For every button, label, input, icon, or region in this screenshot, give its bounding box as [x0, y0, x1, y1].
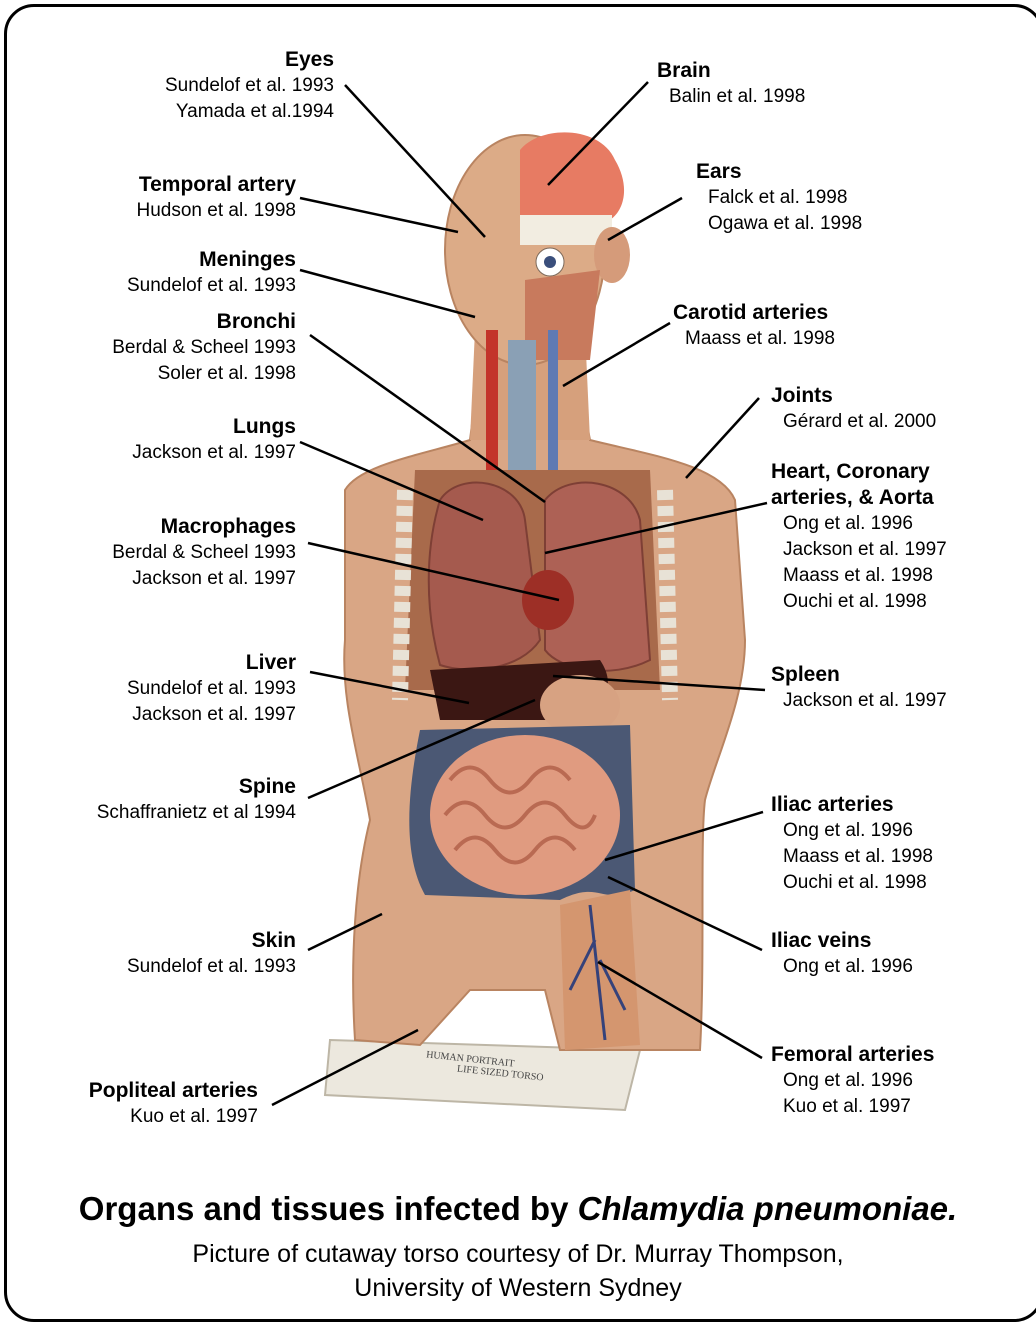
label-bronchi-ref-2: Soler et al. 1998 — [112, 361, 296, 387]
heart — [522, 570, 574, 630]
face-muscles — [525, 270, 600, 360]
figure-caption-title: Organs and tissues infected by Chlamydia… — [0, 1190, 1036, 1228]
label-macrophages-ref-1: Berdal & Scheel 1993 — [112, 540, 296, 566]
label-iliac-arteries-ref-1: Ong et al. 1996 — [771, 818, 933, 844]
label-ears: Ears Falck et al. 1998 Ogawa et al. 1998 — [696, 159, 862, 237]
label-eyes: Eyes Sundelof et al. 1993 Yamada et al.1… — [165, 47, 334, 125]
label-eyes-ref-2: Yamada et al.1994 — [165, 99, 334, 125]
label-spine-ref-1: Schaffranietz et al 1994 — [97, 800, 296, 826]
label-iliac-arteries-ref-2: Maass et al. 1998 — [771, 844, 933, 870]
label-eyes-name: Eyes — [165, 47, 334, 73]
label-eyes-ref-1: Sundelof et al. 1993 — [165, 73, 334, 99]
label-heart-name: Heart, Coronary arteries, & Aorta — [771, 459, 971, 511]
label-iliac-arteries-name: Iliac arteries — [771, 792, 933, 818]
label-heart-ref-3: Maass et al. 1998 — [771, 563, 971, 589]
label-carotid-arteries: Carotid arteries Maass et al. 1998 — [673, 300, 835, 352]
label-lungs-ref-1: Jackson et al. 1997 — [132, 440, 296, 466]
label-macrophages-name: Macrophages — [112, 514, 296, 540]
label-skin-ref-1: Sundelof et al. 1993 — [127, 954, 296, 980]
label-brain-ref-1: Balin et al. 1998 — [657, 84, 805, 110]
label-ears-ref-2: Ogawa et al. 1998 — [696, 211, 862, 237]
label-brain: Brain Balin et al. 1998 — [657, 58, 805, 110]
label-iliac-veins-ref-1: Ong et al. 1996 — [771, 954, 913, 980]
label-spleen-ref-1: Jackson et al. 1997 — [771, 688, 947, 714]
label-skin: Skin Sundelof et al. 1993 — [127, 928, 296, 980]
label-femoral-arteries-ref-1: Ong et al. 1996 — [771, 1068, 934, 1094]
label-macrophages: Macrophages Berdal & Scheel 1993 Jackson… — [112, 514, 296, 592]
label-spine: Spine Schaffranietz et al 1994 — [97, 774, 296, 826]
label-popliteal-arteries-ref-1: Kuo et al. 1997 — [89, 1104, 258, 1130]
label-liver: Liver Sundelof et al. 1993 Jackson et al… — [127, 650, 296, 728]
label-temporal-artery-ref-1: Hudson et al. 1998 — [136, 198, 296, 224]
label-iliac-arteries-ref-3: Ouchi et al. 1998 — [771, 870, 933, 896]
thigh-cutaway — [560, 890, 640, 1050]
label-liver-name: Liver — [127, 650, 296, 676]
label-iliac-arteries: Iliac arteries Ong et al. 1996 Maass et … — [771, 792, 933, 896]
jugular-vein — [548, 330, 558, 480]
label-popliteal-arteries: Popliteal arteries Kuo et al. 1997 — [89, 1078, 258, 1130]
label-bronchi-name: Bronchi — [112, 309, 296, 335]
label-heart: Heart, Coronary arteries, & Aorta Ong et… — [771, 459, 971, 615]
carotid-artery — [486, 330, 498, 480]
brain-cutaway — [520, 132, 624, 220]
label-carotid-arteries-name: Carotid arteries — [673, 300, 835, 326]
label-bronchi-ref-1: Berdal & Scheel 1993 — [112, 335, 296, 361]
figure-credit-line-2: University of Western Sydney — [0, 1271, 1036, 1305]
label-heart-ref-4: Ouchi et al. 1998 — [771, 589, 971, 615]
label-lungs: Lungs Jackson et al. 1997 — [132, 414, 296, 466]
label-meninges-ref-1: Sundelof et al. 1993 — [127, 273, 296, 299]
label-meninges-name: Meninges — [127, 247, 296, 273]
label-femoral-arteries: Femoral arteries Ong et al. 1996 Kuo et … — [771, 1042, 934, 1120]
label-spleen-name: Spleen — [771, 662, 947, 688]
label-popliteal-arteries-name: Popliteal arteries — [89, 1078, 258, 1104]
label-heart-ref-2: Jackson et al. 1997 — [771, 537, 971, 563]
label-brain-name: Brain — [657, 58, 805, 84]
label-ears-ref-1: Falck et al. 1998 — [696, 185, 862, 211]
label-heart-ref-1: Ong et al. 1996 — [771, 511, 971, 537]
label-carotid-arteries-ref-1: Maass et al. 1998 — [673, 326, 835, 352]
right-lung — [429, 483, 540, 670]
label-spine-name: Spine — [97, 774, 296, 800]
label-liver-ref-2: Jackson et al. 1997 — [127, 702, 296, 728]
label-joints-name: Joints — [771, 383, 936, 409]
label-macrophages-ref-2: Jackson et al. 1997 — [112, 566, 296, 592]
label-bronchi: Bronchi Berdal & Scheel 1993 Soler et al… — [112, 309, 296, 387]
label-ears-name: Ears — [696, 159, 862, 185]
label-femoral-arteries-ref-2: Kuo et al. 1997 — [771, 1094, 934, 1120]
label-joints: Joints Gérard et al. 2000 — [771, 383, 936, 435]
pupil — [544, 256, 556, 268]
label-iliac-veins-name: Iliac veins — [771, 928, 913, 954]
caption-title-organism: Chlamydia pneumoniae. — [578, 1190, 958, 1227]
label-temporal-artery: Temporal artery Hudson et al. 1998 — [136, 172, 296, 224]
label-lungs-name: Lungs — [132, 414, 296, 440]
label-femoral-arteries-name: Femoral arteries — [771, 1042, 934, 1068]
label-skin-name: Skin — [127, 928, 296, 954]
label-temporal-artery-name: Temporal artery — [136, 172, 296, 198]
label-spleen: Spleen Jackson et al. 1997 — [771, 662, 947, 714]
label-meninges: Meninges Sundelof et al. 1993 — [127, 247, 296, 299]
trachea — [508, 340, 536, 470]
label-liver-ref-1: Sundelof et al. 1993 — [127, 676, 296, 702]
caption-title-prefix: Organs and tissues infected by — [79, 1190, 578, 1227]
figure-credit-line-1: Picture of cutaway torso courtesy of Dr.… — [0, 1237, 1036, 1271]
label-joints-ref-1: Gérard et al. 2000 — [771, 409, 936, 435]
label-iliac-veins: Iliac veins Ong et al. 1996 — [771, 928, 913, 980]
